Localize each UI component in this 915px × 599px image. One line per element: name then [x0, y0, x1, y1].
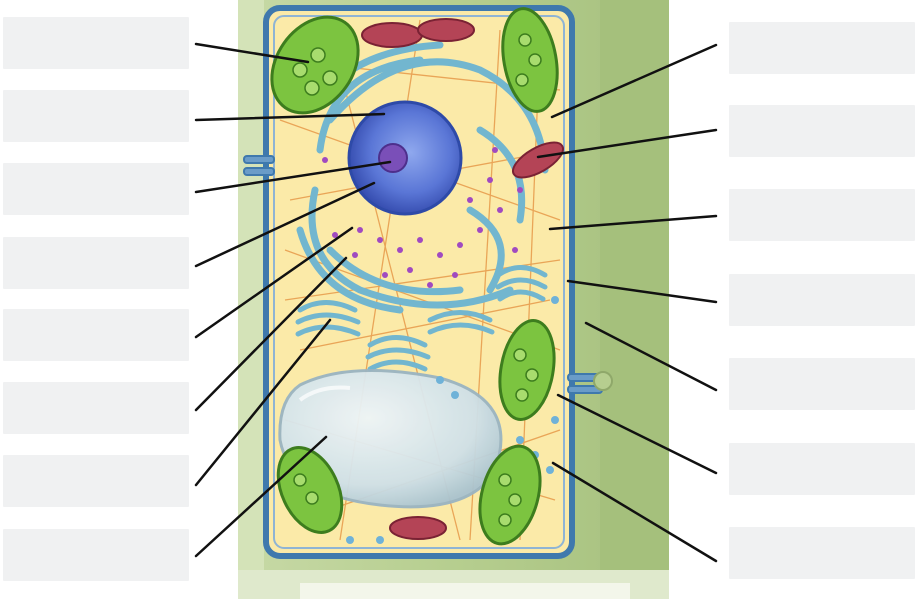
- nucleolus: [379, 144, 407, 172]
- nucleus: [349, 102, 461, 214]
